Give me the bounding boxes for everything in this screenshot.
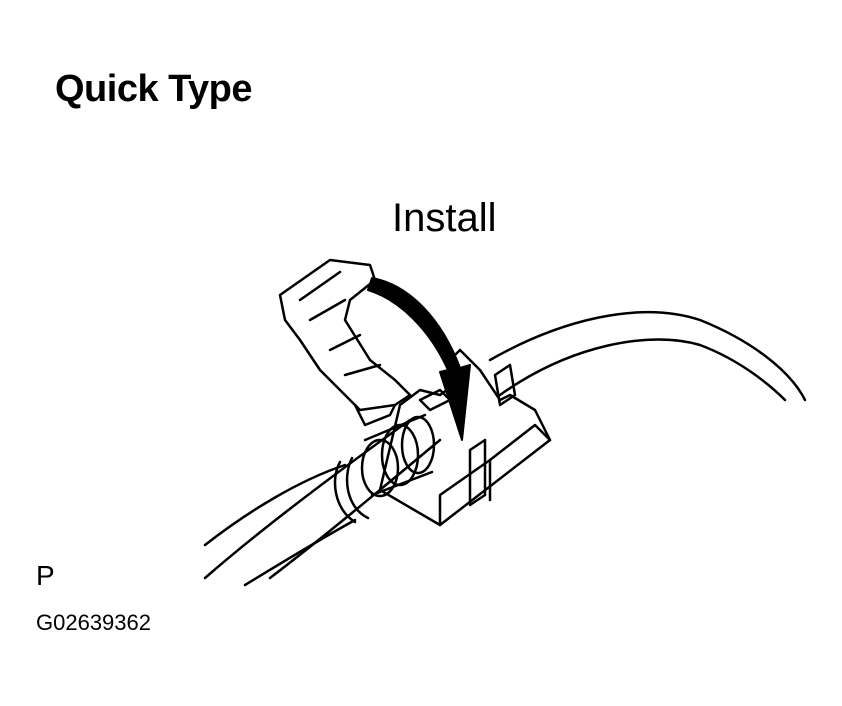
connector-base-front	[438, 458, 492, 527]
install-label: Install	[392, 196, 497, 240]
hose-top	[203, 463, 347, 547]
figure-code: G02639362	[36, 610, 151, 635]
hose-end-ring	[333, 460, 357, 524]
retainer-clip-inner	[298, 270, 382, 377]
retainer-clip-hinge	[353, 403, 397, 427]
fuel-pipe-bottom-edge	[498, 338, 787, 402]
connector-base-side	[488, 423, 552, 462]
retainer-clip	[278, 258, 412, 412]
connector-slot	[418, 388, 452, 412]
connector-tab-2	[493, 363, 517, 407]
view-letter: P	[36, 560, 55, 591]
install-arrow	[367, 277, 471, 441]
hose-bottom	[243, 518, 357, 587]
connector-tab	[468, 438, 487, 507]
connector-base	[378, 348, 552, 527]
fuel-pipe-top-edge	[488, 310, 807, 402]
hose-end-ring-2	[345, 456, 370, 520]
fuel-pipe-lower-left-2	[203, 418, 412, 580]
diagram-title: Quick Type	[55, 68, 253, 110]
fitting-ring-1	[360, 438, 400, 498]
